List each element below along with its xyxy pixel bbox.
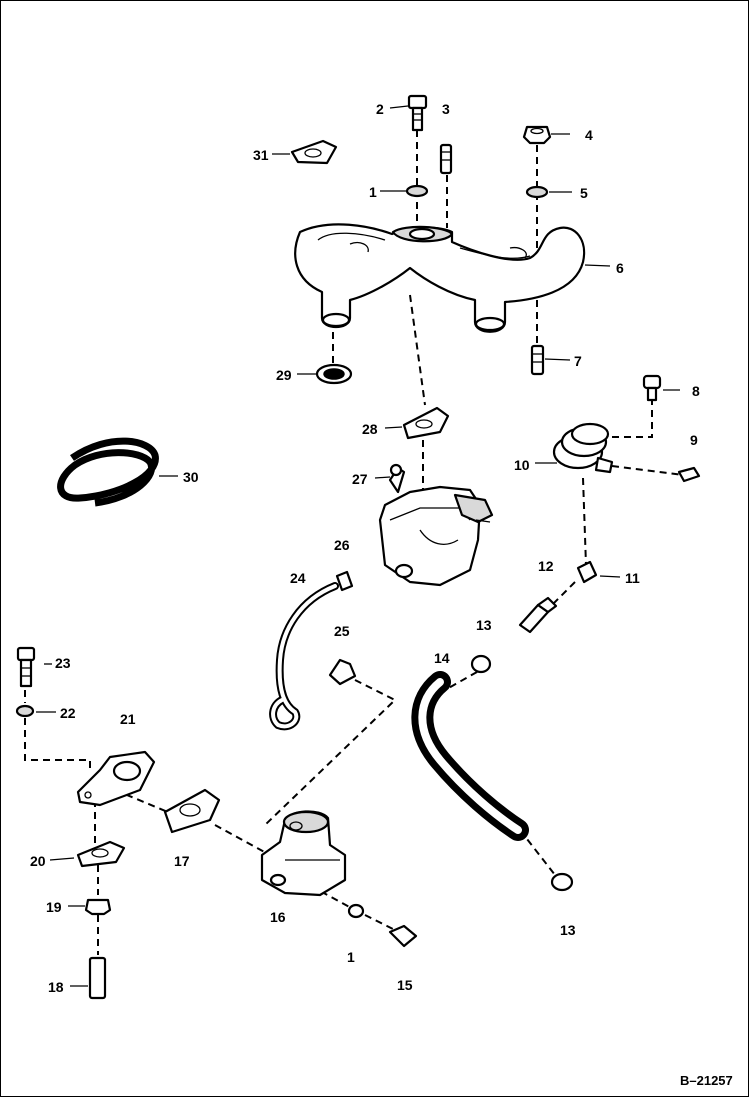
callout-11: 11	[625, 570, 640, 586]
callout-19: 19	[46, 899, 62, 915]
callout-22: 22	[60, 705, 76, 721]
callout-28: 28	[362, 421, 378, 437]
callout-17: 17	[174, 853, 190, 869]
callout-16: 16	[270, 909, 286, 925]
clamp-13-upper	[470, 654, 492, 674]
stud-3	[439, 143, 453, 175]
coiled-line-30	[57, 437, 159, 507]
bolt-2	[407, 94, 428, 132]
carburetor	[378, 463, 494, 587]
callout-3: 3	[442, 101, 450, 117]
elbow-26	[335, 570, 354, 592]
callout-12: 12	[538, 558, 554, 574]
assembly-lines	[24, 130, 684, 955]
washer-5	[525, 185, 549, 199]
callout-9: 9	[690, 432, 698, 448]
callout-4: 4	[585, 127, 593, 143]
callout-26: 26	[334, 537, 350, 553]
seal-ring-29	[315, 363, 353, 385]
washer-1-top	[405, 184, 429, 198]
washer-1-lower	[347, 903, 365, 919]
elbow-25	[328, 658, 357, 686]
connector-12	[518, 596, 558, 634]
spacer-18	[88, 956, 107, 1000]
callout-18: 18	[48, 979, 64, 995]
stud-7	[530, 344, 545, 376]
callout-1-top: 1	[369, 184, 377, 200]
clamp-13-lower	[550, 872, 574, 892]
gasket-31	[290, 139, 338, 165]
hose-clamp-10	[552, 422, 614, 474]
callout-10: 10	[514, 457, 530, 473]
callout-20: 20	[30, 853, 46, 869]
bolt-8	[642, 374, 662, 402]
intake-manifold	[294, 223, 586, 333]
bolt-15	[388, 924, 418, 948]
bolt-23	[16, 646, 36, 688]
callout-6: 6	[616, 260, 624, 276]
nut-4	[522, 125, 552, 145]
leader-lines	[36, 105, 680, 987]
gasket-28	[402, 406, 450, 440]
gasket-17	[163, 788, 221, 834]
callout-5: 5	[580, 185, 588, 201]
nut-9	[677, 466, 701, 483]
callout-2: 2	[376, 101, 384, 117]
callout-7: 7	[574, 353, 582, 369]
nut-19	[84, 898, 112, 916]
callout-14: 14	[434, 650, 450, 666]
gasket-20	[76, 840, 126, 868]
callout-13-upper: 13	[476, 617, 492, 633]
callout-30: 30	[183, 469, 199, 485]
callout-1-lower: 1	[347, 949, 355, 965]
callout-15: 15	[397, 977, 413, 993]
callout-25: 25	[334, 623, 350, 639]
figure-number: B–21257	[680, 1073, 733, 1088]
callout-13-lower: 13	[560, 922, 576, 938]
callout-21: 21	[120, 711, 136, 727]
fuel-pump-16	[260, 810, 347, 897]
callout-29: 29	[276, 367, 292, 383]
flange-21	[76, 750, 156, 807]
fitting-11	[576, 560, 598, 584]
callout-8: 8	[692, 383, 700, 399]
callout-31: 31	[253, 147, 269, 163]
callout-24: 24	[290, 570, 306, 586]
callout-23: 23	[55, 655, 71, 671]
callout-27: 27	[352, 471, 368, 487]
washer-22	[15, 704, 35, 718]
callout-labels: 2 3 4 31 1 5 6 7 29 8 28 9 10 30 27 26 1…	[30, 101, 733, 1088]
